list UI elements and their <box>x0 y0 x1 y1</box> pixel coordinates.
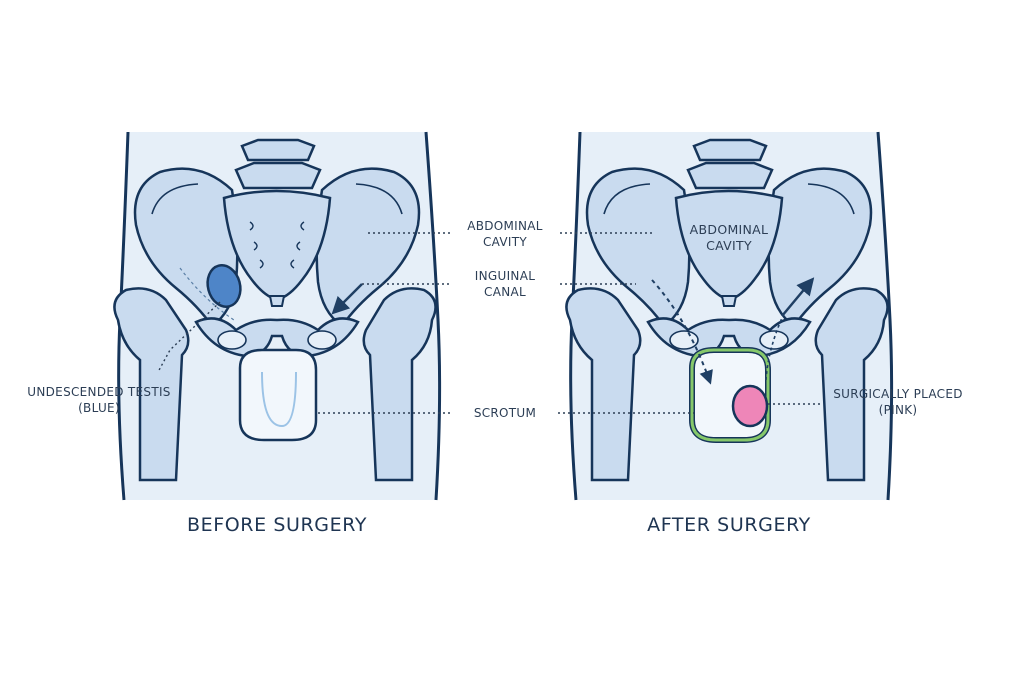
label-inner-abdominal-cavity: ABDOMINAL CAVITY <box>679 222 779 254</box>
obturator-right <box>759 330 789 350</box>
obturator-left <box>217 330 247 350</box>
undescended-testis <box>206 264 242 308</box>
coccyx <box>268 295 286 307</box>
surgical-path-down <box>651 279 713 385</box>
label-abdominal-cavity: ABDOMINAL CAVITY <box>455 218 555 250</box>
placed-testis <box>731 384 769 428</box>
label-inguinal-line1: INGUINAL <box>474 269 536 283</box>
coccyx <box>720 295 738 307</box>
vertebra-upper <box>692 138 768 162</box>
label-inguinal-canal: INGUINAL CANAL <box>455 268 555 300</box>
label-undescended-line1: UNDESCENDED TESTIS <box>27 385 171 399</box>
sacrum <box>222 189 332 302</box>
label-surgically-placed: SURGICALLY PLACED (PINK) <box>818 386 978 418</box>
vertebra-lower <box>686 161 774 190</box>
ilium-left-crest <box>603 183 651 215</box>
scrotum-before <box>238 348 318 442</box>
vertebra-upper <box>240 138 316 162</box>
ilium-right <box>767 167 873 328</box>
scrotum-highlight <box>690 348 770 442</box>
before-figure <box>113 131 442 501</box>
label-surgically-line1: SURGICALLY PLACED <box>833 387 963 401</box>
obturator-right <box>307 330 337 350</box>
label-abdominal-line2: CAVITY <box>482 235 528 249</box>
label-undescended-testis: UNDESCENDED TESTIS (BLUE) <box>24 384 174 416</box>
descent-path-before <box>179 267 235 321</box>
vertebra-lower <box>234 161 322 190</box>
femur-left <box>565 287 642 482</box>
sacral-foramina <box>249 221 305 269</box>
label-scrotum: SCROTUM <box>455 405 555 421</box>
label-scrotum-text: SCROTUM <box>473 406 537 420</box>
ilium-left <box>585 167 691 328</box>
body-outline-right <box>876 131 894 501</box>
label-surgically-line2: (PINK) <box>878 403 918 417</box>
ilium-right-crest <box>807 183 855 215</box>
inguinal-arrow-before <box>331 283 363 315</box>
ilium-left-crest <box>151 183 199 215</box>
femur-left <box>113 287 190 482</box>
ilium-right <box>315 167 421 328</box>
sacrum <box>674 189 784 302</box>
ilium-right-crest <box>355 183 403 215</box>
caption-before-surgery: BEFORE SURGERY <box>186 514 368 536</box>
label-abdominal-line1: ABDOMINAL <box>467 219 543 233</box>
label-inner-abdominal-line2: CAVITY <box>706 238 752 253</box>
surgical-arrow-up <box>781 277 815 317</box>
label-inguinal-line2: CANAL <box>484 285 526 299</box>
obturator-left <box>669 330 699 350</box>
after-figure <box>565 131 894 501</box>
femur-right <box>362 287 437 482</box>
scrotum-inner-line <box>261 371 297 428</box>
leader-undescended <box>157 301 221 373</box>
label-inner-abdominal-line1: ABDOMINAL <box>689 222 769 237</box>
surgical-path-up <box>765 317 783 381</box>
leader-lines <box>157 232 820 414</box>
body-outline-right <box>424 131 442 501</box>
caption-after-surgery: AFTER SURGERY <box>647 514 811 536</box>
label-undescended-line2: (BLUE) <box>78 401 120 415</box>
femur-right <box>814 287 889 482</box>
